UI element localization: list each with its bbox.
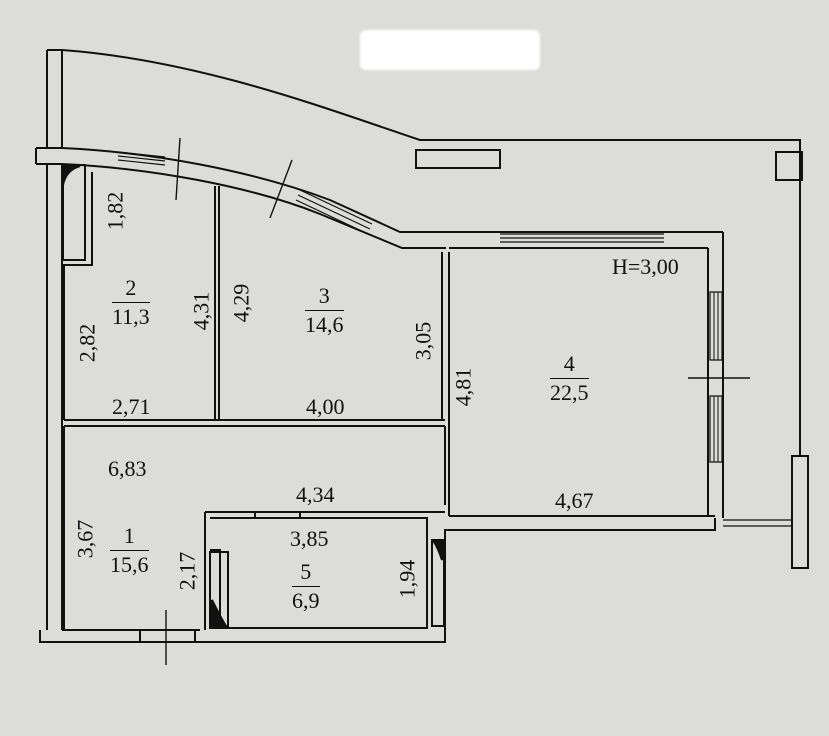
room-number: 2	[112, 275, 150, 304]
balcony-outline	[46, 49, 809, 569]
dim-room2-right-height: 4,31	[188, 291, 214, 331]
curved-wall	[35, 137, 723, 249]
room-area: 22,5	[550, 380, 589, 406]
room-1-label: 1 15,6	[110, 523, 149, 578]
terrace-planter	[415, 149, 501, 169]
room-area: 6,9	[292, 588, 320, 614]
room-5-label: 5 6,9	[292, 559, 320, 614]
dim-room4-height: 4,81	[450, 367, 476, 407]
terrace-side-wall	[791, 455, 809, 569]
interior-walls	[63, 186, 715, 665]
dim-room5-width: 3,85	[290, 526, 329, 551]
dim-room2-width: 2,71	[112, 394, 151, 419]
room-number: 5	[292, 559, 320, 588]
terrace-column	[775, 151, 803, 181]
room-number: 4	[550, 351, 589, 380]
room4-walls	[449, 232, 792, 527]
ceiling-height-label: H=3,00	[612, 254, 679, 279]
dim-room2-left-height: 2,82	[74, 323, 100, 363]
redacted-header	[360, 30, 540, 70]
dim-room5-height: 1,94	[394, 559, 420, 599]
room-area: 11,3	[112, 304, 150, 330]
room-area: 15,6	[110, 552, 149, 578]
dim-room3-right-height: 3,05	[410, 321, 436, 361]
room-2-label: 2 11,3	[112, 275, 150, 330]
closet-room2	[62, 164, 93, 266]
room-number: 1	[110, 523, 149, 552]
room-4-label: 4 22,5	[550, 351, 589, 406]
room-3-label: 3 14,6	[305, 283, 344, 338]
dim-room1-length: 6,83	[108, 456, 147, 481]
dim-room2-closet-height: 1,82	[102, 191, 128, 231]
dim-room1-height: 3,67	[72, 519, 98, 559]
dim-room3-left-height: 4,29	[228, 283, 254, 323]
room-area: 14,6	[305, 312, 344, 338]
room-number: 3	[305, 283, 344, 312]
dim-room3-width: 4,00	[306, 394, 345, 419]
dim-corridor-width: 4,34	[296, 482, 335, 507]
dim-room4-width: 4,67	[555, 488, 594, 513]
dim-room1-niche-height: 2,17	[174, 551, 200, 591]
